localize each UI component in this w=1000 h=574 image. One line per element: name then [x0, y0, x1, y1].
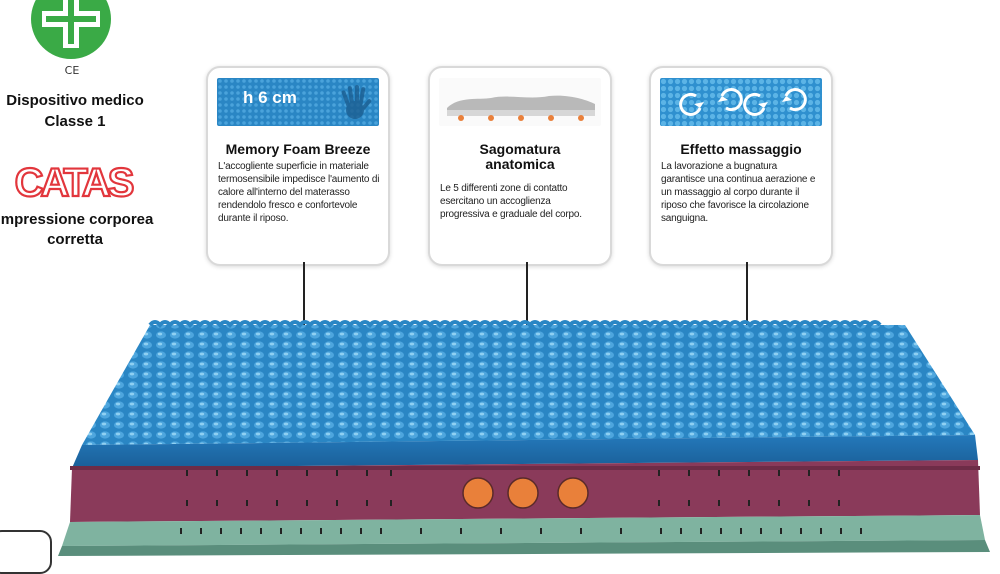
base-layer [62, 515, 985, 546]
medical-cross-icon [31, 0, 111, 59]
card-title: Memory Foam Breeze [225, 141, 371, 157]
card-body: L'accogliente superficie in materiale te… [218, 161, 380, 224]
foam-top-surface [82, 325, 975, 445]
card-title: Effetto massaggio [680, 141, 802, 157]
base-ticks [180, 528, 862, 534]
card-effetto-massaggio: Effetto massaggio La lavorazione a bugna… [649, 66, 833, 266]
zone-dots [458, 115, 584, 121]
corner-tab [0, 530, 52, 574]
card-body: Le 5 differenti zone di contatto esercit… [440, 183, 582, 220]
mattress-illustration [58, 320, 990, 556]
card-body: La lavorazione a bugnatura garantisce un… [661, 161, 816, 224]
card-sagomatura: Sagomatura anatomica Le 5 differenti zon… [428, 66, 612, 266]
card-title: Sagomatura anatomica [479, 141, 561, 172]
circular-arrows-icon [679, 88, 807, 116]
hand-print-icon [341, 85, 372, 119]
catas-logo: CATAS [13, 160, 137, 204]
foam-bump-edge [148, 320, 882, 329]
massage-swatch [660, 78, 822, 126]
foam-layer-side [72, 435, 978, 468]
svg-text:CATAS: CATAS [15, 161, 134, 204]
height-label: h 6 cm [243, 88, 297, 107]
core-ticks [186, 470, 840, 506]
catas-caption: impressione corporea corretta [0, 211, 154, 248]
body-zones-illustration [439, 78, 601, 126]
medical-device-label: Dispositivo medico Classe 1 [6, 92, 144, 130]
card-memory-foam: h 6 cm Memory Foam Breeze L'accogliente … [206, 66, 390, 266]
foam-swatch: h 6 cm [217, 78, 379, 126]
ce-mark: CE [64, 64, 80, 77]
zone-cylinders [462, 477, 589, 509]
